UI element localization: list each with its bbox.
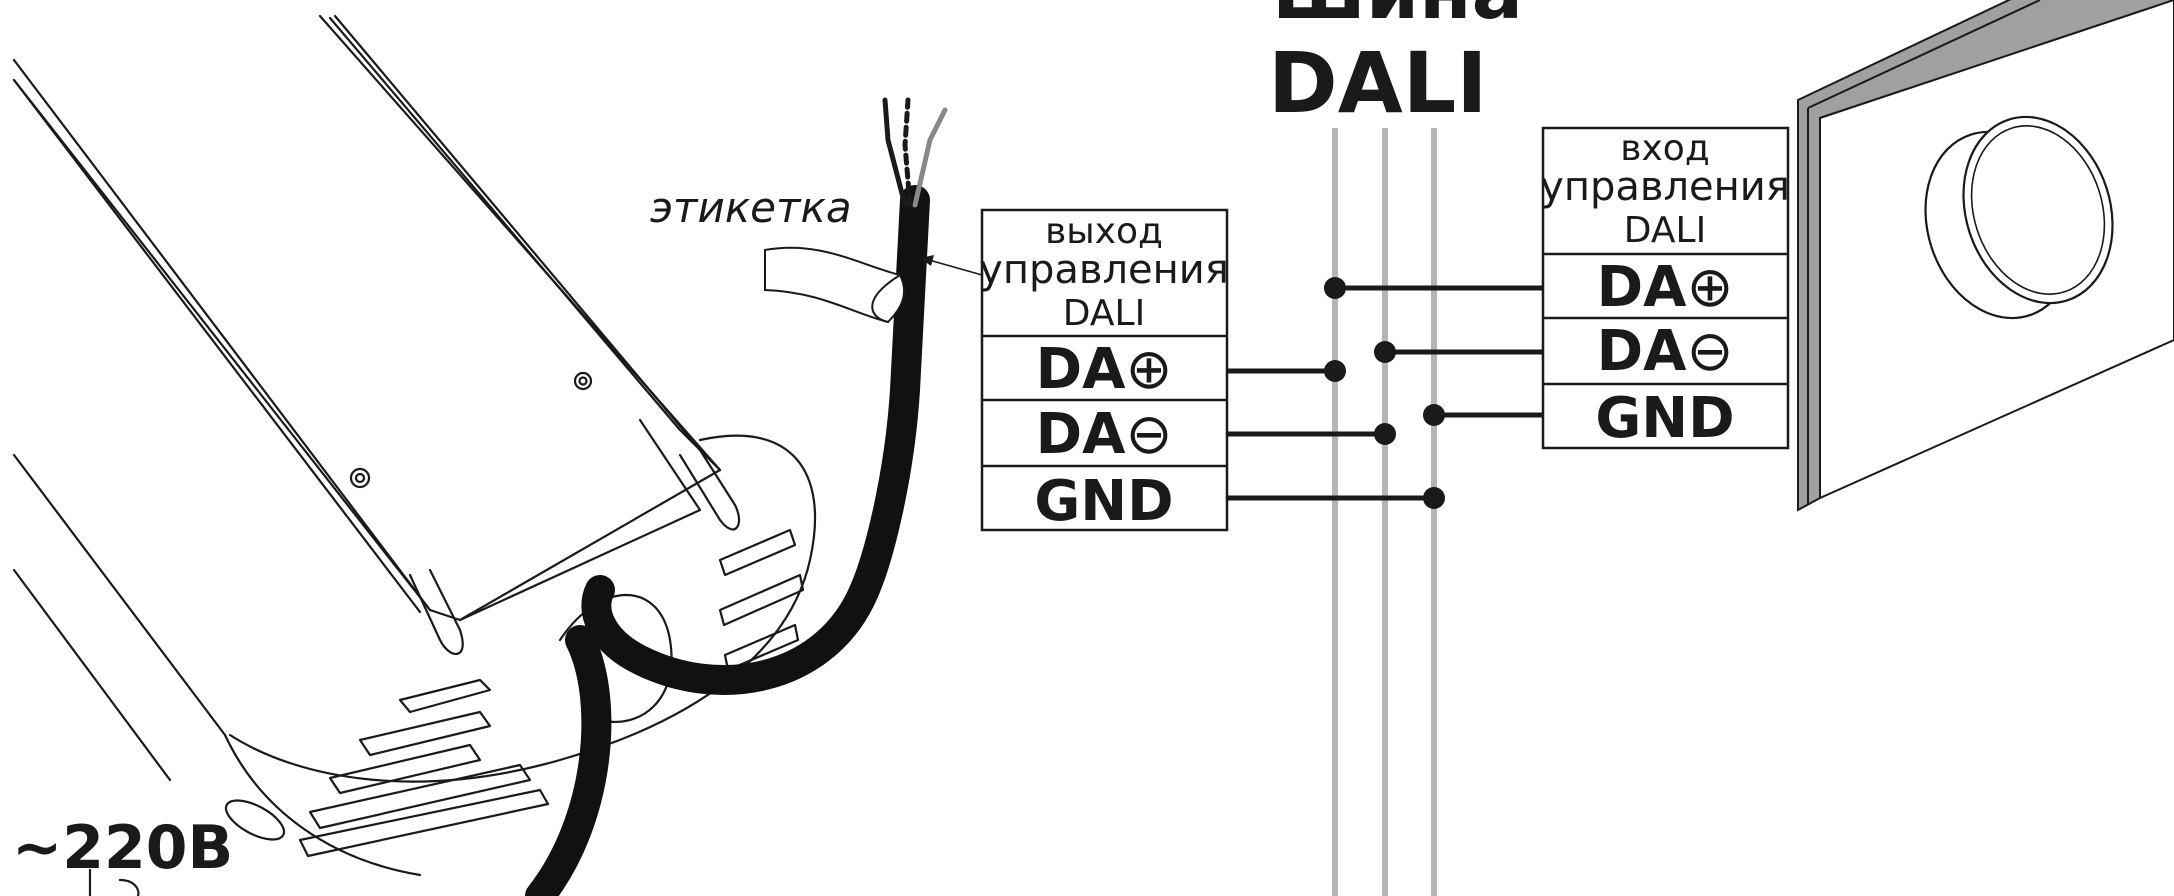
vent-slot-6 xyxy=(718,528,797,577)
dali-bus-lines xyxy=(1332,128,1437,896)
luminaire-edge-outer-2 xyxy=(12,78,422,614)
luminaire-edge-lower xyxy=(12,453,227,737)
label-tag-shape xyxy=(764,246,906,324)
vent-slot-2 xyxy=(358,710,492,757)
input-title-line-2: управления xyxy=(1540,164,1790,210)
power-cable-stub xyxy=(88,868,140,896)
vent-slot-5 xyxy=(298,788,550,858)
wire-grey xyxy=(912,107,948,208)
dali-output-block: выход управления DALI DA⊕ DA⊖ GND xyxy=(979,208,1229,534)
wall-controller xyxy=(1797,0,2174,512)
input-wires xyxy=(1335,285,1543,418)
output-da-minus: DA⊖ xyxy=(1036,402,1173,467)
wire-black xyxy=(882,97,908,208)
bus-title-line-2: DALI xyxy=(1268,34,1488,132)
output-gnd: GND xyxy=(1034,469,1173,534)
input-da-minus: DA⊖ xyxy=(1597,319,1734,384)
output-wires xyxy=(1227,368,1434,501)
wire-striped xyxy=(902,97,913,208)
side-opening xyxy=(224,799,286,841)
input-gnd: GND xyxy=(1595,386,1734,451)
luminaire-end-cap xyxy=(228,434,817,783)
output-da-plus: DA⊕ xyxy=(1036,337,1173,402)
luminaire-drawing xyxy=(12,14,817,896)
screw-2 xyxy=(573,371,593,391)
luminaire-top-panel xyxy=(12,16,722,622)
input-title-line-1: вход xyxy=(1620,128,1709,169)
junction-in-da-minus xyxy=(1374,341,1396,363)
junction-in-gnd xyxy=(1423,404,1445,426)
output-title-line-1: выход xyxy=(1045,211,1163,252)
junction-out-gnd xyxy=(1423,487,1445,509)
luminaire-edge-bottom xyxy=(12,568,172,782)
luminaire-edge-top-inner xyxy=(333,14,702,452)
vent-slot-4 xyxy=(308,763,532,830)
dimmer-knob xyxy=(1962,115,2114,305)
luminaire-edge-outer xyxy=(12,58,432,612)
label-tag-caption: этикетка xyxy=(650,183,852,232)
output-title-line-3: DALI xyxy=(1063,293,1145,334)
dimmer-knob-rim xyxy=(1970,125,2106,295)
cable-wire-ends xyxy=(882,97,948,208)
dali-input-block: вход управления DALI DA⊕ DA⊖ GND xyxy=(1540,126,1790,451)
screw-1 xyxy=(349,467,371,489)
input-title-line-3: DALI xyxy=(1624,210,1706,251)
output-title-line-2: управления xyxy=(979,247,1229,293)
clip-left xyxy=(408,568,464,656)
vent-slot-7 xyxy=(718,573,805,627)
vent-slot-3 xyxy=(328,743,482,795)
junction-dots xyxy=(1324,277,1445,509)
luminaire-panel-front xyxy=(458,418,702,622)
output-block-frame xyxy=(980,208,1229,532)
junction-out-da-plus xyxy=(1324,360,1346,382)
power-cable xyxy=(525,625,612,896)
cable-pointer-arrow xyxy=(920,255,934,266)
bus-title-line-1: Шина xyxy=(1272,0,1523,36)
junction-in-da-plus xyxy=(1324,277,1346,299)
luminaire-end-cap-lower xyxy=(223,733,422,877)
cables xyxy=(525,185,930,896)
vent-slot-1 xyxy=(398,678,492,714)
input-block-frame xyxy=(1541,126,1790,450)
control-cable xyxy=(581,185,930,695)
power-voltage-label: ~220В xyxy=(12,813,233,883)
junction-out-da-minus xyxy=(1374,423,1396,445)
input-da-plus: DA⊕ xyxy=(1597,255,1734,320)
clip-right xyxy=(678,448,740,531)
